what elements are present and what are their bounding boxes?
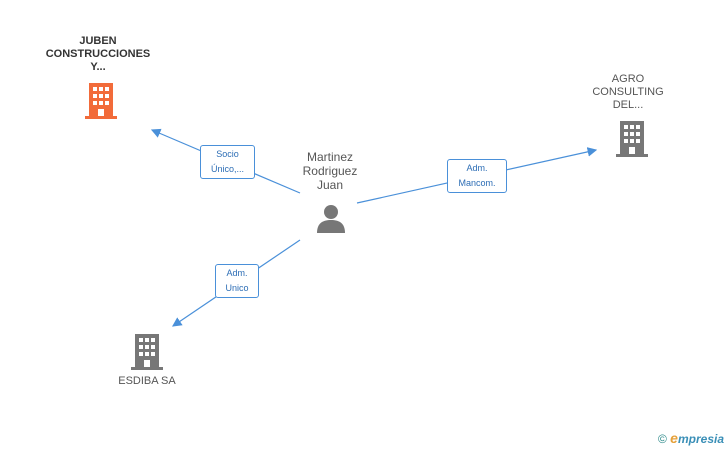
company-label-esdiba[interactable]: ESDIBA SA (118, 375, 176, 387)
copyright-symbol: © (657, 432, 667, 446)
role-box-adm-unico[interactable]: Adm. Unico (215, 264, 259, 298)
role-box-adm-mancom[interactable]: Adm. Mancom. (447, 159, 507, 193)
company-label-juben[interactable]: JUBEN CONSTRUCCIONES Y... (45, 35, 151, 73)
empresia-logo[interactable]: empresia (670, 430, 724, 446)
person-icon[interactable] (316, 204, 346, 234)
footer-brand: © empresia (658, 430, 724, 446)
company-label-agro[interactable]: AGRO CONSULTING DEL... (592, 73, 664, 111)
role-box-socio-unico[interactable]: Socio Único,... (200, 145, 255, 179)
building-icon[interactable] (85, 83, 117, 119)
building-icon[interactable] (616, 121, 648, 157)
building-icon[interactable] (131, 334, 163, 370)
person-label[interactable]: Martinez Rodriguez Juan (302, 150, 358, 192)
